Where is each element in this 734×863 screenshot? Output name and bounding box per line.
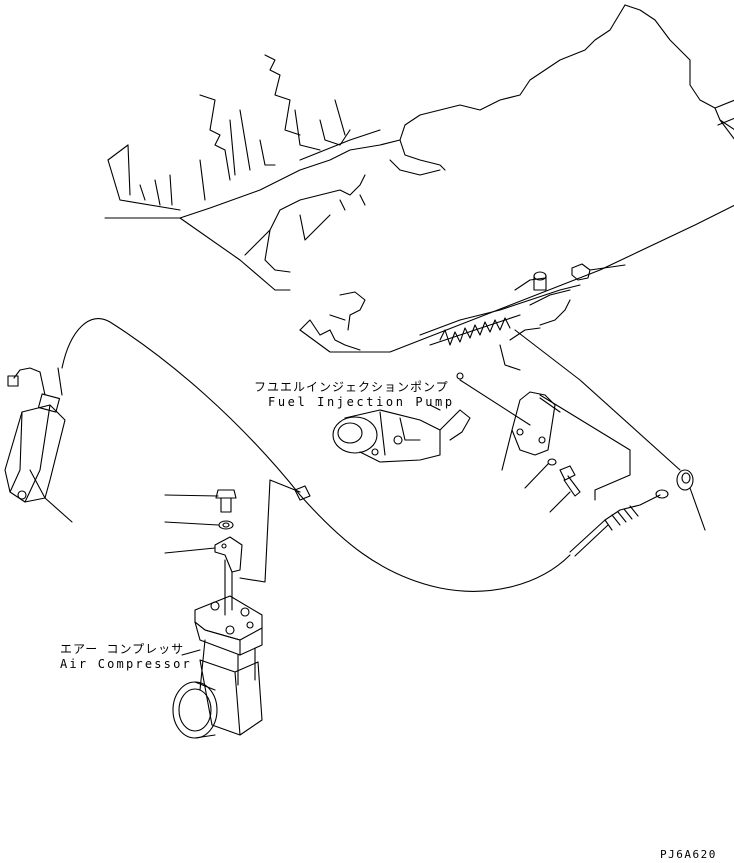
control-cable [61, 317, 706, 592]
air-compressor-label-jp: エアー コンプレッサ [60, 642, 185, 656]
fuel-pump-label-jp: フユエルインジェクションポンプ [254, 380, 449, 394]
stop-motor [4, 367, 73, 523]
fuel-injection-pump [332, 409, 471, 463]
compressor-fasteners [164, 489, 243, 616]
drawing-code: PJ6A620 [660, 848, 717, 861]
air-compressor [172, 595, 263, 739]
fuel-pump-label-en: Fuel Injection Pump [268, 395, 455, 409]
engine-block [104, 4, 734, 371]
air-compressor-label-en: Air Compressor [60, 657, 192, 671]
fuel-pump-leader [429, 404, 441, 411]
air-compressor-leader [181, 649, 201, 656]
pump-bracket [456, 372, 581, 513]
